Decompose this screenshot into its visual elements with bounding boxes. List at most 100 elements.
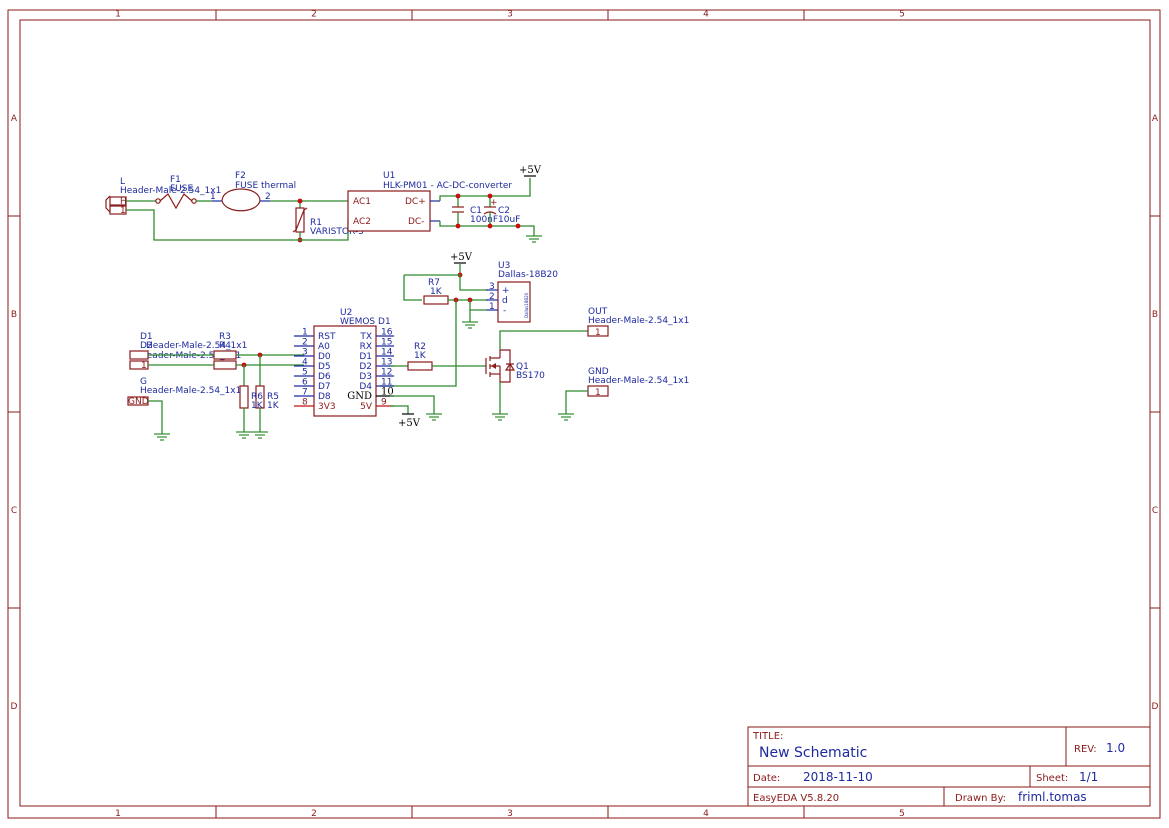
resistor-r4-body[interactable] xyxy=(213,360,237,370)
header-d1-ref: D1 xyxy=(140,332,153,342)
header-l-pin: 1 xyxy=(120,206,126,216)
sensor-u3-pin3: 3 xyxy=(489,282,495,292)
frame-row-label: D xyxy=(11,702,18,712)
sheet-label: Sheet: xyxy=(1036,773,1068,784)
converter-u1-pin-ac1: AC1 xyxy=(353,197,371,207)
vcc-label-u1: +5V xyxy=(519,165,542,176)
mcu-u2-right-pin-name: D2 xyxy=(359,362,372,372)
power-supply-section: L Header-Male-2.54_1x1 H 1 F1 FUSE F2 FU… xyxy=(105,165,542,243)
frame-column-label: 4 xyxy=(703,809,709,819)
drawn-by-label: Drawn By: xyxy=(955,793,1006,804)
sheet-value: 1/1 xyxy=(1079,770,1098,784)
mcu-u2-ref: U2 xyxy=(340,308,352,318)
converter-u1-pin-dcp: DC+ xyxy=(405,197,426,207)
title-block: TITLE: New Schematic REV: 1.0 Date: 2018… xyxy=(747,726,1151,807)
resistor-r2-ref: R2 xyxy=(414,342,426,352)
fuse-f2-symbol[interactable] xyxy=(221,200,261,212)
fuse-f1-terminal-b xyxy=(191,198,197,204)
mcu-u2-left-pin-num: 7 xyxy=(302,388,308,398)
header-l-top-overlap: H xyxy=(120,197,127,207)
resistor-r3-ref: R3 xyxy=(219,332,231,342)
resistor-r7-body[interactable] xyxy=(423,295,449,305)
mcu-u2-body[interactable] xyxy=(313,325,377,417)
resistor-r7-ref: R7 xyxy=(428,278,440,288)
ground-symbol-g xyxy=(154,433,170,441)
mcu-u2-left-pin-name: D6 xyxy=(318,372,331,382)
mcu-u2-right-pin-name: 5V xyxy=(360,402,373,412)
fuse-f2-name: FUSE thermal xyxy=(235,181,296,191)
converter-u1-body[interactable] xyxy=(347,190,431,232)
sensor-u3-sym-d: d xyxy=(502,296,508,306)
fuse-f2-pin2: 2 xyxy=(265,192,271,202)
mcu-u2-left-pin-name: D0 xyxy=(318,352,331,362)
mcu-u2-right-pin-num: 11 xyxy=(381,378,392,388)
cap-c1-name: 100nF xyxy=(470,215,498,225)
mcu-u2-right-pin-name: D1 xyxy=(359,352,372,362)
frame-column-label: 3 xyxy=(507,10,513,20)
resistor-r6-ref: R6 xyxy=(251,392,263,402)
frame-column-label: 1 xyxy=(115,809,121,819)
fuse-f1-terminal-a xyxy=(155,198,161,204)
mosfet-q1-symbol[interactable] xyxy=(485,349,516,383)
mcu-u2-right-pin-num: 10 xyxy=(381,387,394,398)
mcu-u2-left-pin-num: 8 xyxy=(302,398,308,408)
frame-column-label: 2 xyxy=(311,809,317,819)
converter-u1-pin-ac2: AC2 xyxy=(353,217,371,227)
mcu-u2-right-pin-num: 12 xyxy=(381,368,392,378)
varistor-r1-name: VARISTOR-5 xyxy=(310,227,364,237)
resistor-r7-name: 1K xyxy=(430,287,443,297)
drawn-by-value: friml.tomas xyxy=(1018,790,1087,804)
frame-column-label: 5 xyxy=(899,10,905,20)
header-g-ref: G xyxy=(140,377,147,387)
mcu-u2-right-pin-name: D4 xyxy=(359,382,372,392)
header-gnd-name: Header-Male-2.54_1x1 xyxy=(588,376,689,386)
header-d1-body[interactable] xyxy=(129,350,149,360)
title-value: New Schematic xyxy=(759,745,867,761)
converter-u1-pin-dcm: DC- xyxy=(408,217,424,227)
converter-u1-ref: U1 xyxy=(383,171,395,181)
sensor-u3-sym-minus: - xyxy=(503,306,506,316)
resistor-r6-name: 1K xyxy=(251,401,264,411)
frame-row-label: A xyxy=(1152,114,1159,124)
fuse-f1-ref: F1 xyxy=(170,175,181,185)
ground-symbol-r5 xyxy=(252,431,268,439)
fuse-f1-symbol[interactable] xyxy=(159,193,193,210)
resistor-r2-body[interactable] xyxy=(407,361,433,371)
sensor-u3-sym-plus: + xyxy=(502,286,510,296)
mcu-section: D1 D2 Header-Male-2.54_1x1 Header-Male-2… xyxy=(127,307,689,441)
ground-symbol-u1 xyxy=(526,235,542,243)
sensor-u3-ref: U3 xyxy=(498,261,510,271)
varistor-r1-ref: R1 xyxy=(310,218,322,228)
mcu-u2-left-pin-num: 4 xyxy=(302,358,308,368)
resistor-r3-body[interactable] xyxy=(213,350,237,360)
ground-symbol-q1 xyxy=(492,413,508,421)
frame-row-label: D xyxy=(1152,702,1159,712)
ground-symbol-gnd-header xyxy=(558,413,574,421)
header-g-pin: GND xyxy=(128,397,149,407)
resistor-r5-ref: R5 xyxy=(267,392,279,402)
frame-row-label: B xyxy=(1152,310,1158,320)
fuse-f2-ref: F2 xyxy=(235,171,246,181)
sensor-u3-tiny: Dallas18B20 xyxy=(524,292,529,318)
frame-column-label: 2 xyxy=(311,10,317,20)
sensor-u3-body[interactable] xyxy=(497,281,531,323)
cap-c1-ref: C1 xyxy=(470,206,482,216)
mosfet-q1-name: BS170 xyxy=(516,371,545,381)
mcu-u2-left-pin-name: D8 xyxy=(318,392,331,402)
fuse-f1-name: FUSE xyxy=(170,184,193,194)
mcu-u2-left-pin-name: D7 xyxy=(318,382,331,392)
mcu-u2-right-pin-num: 14 xyxy=(381,348,393,358)
ground-symbol-r6 xyxy=(236,431,252,439)
mcu-u2-left-pin-num: 6 xyxy=(302,378,308,388)
frame-column-label: 3 xyxy=(507,809,513,819)
header-out-pin: 1 xyxy=(595,328,601,338)
frame-row-label: B xyxy=(11,310,17,320)
frame-row-label: C xyxy=(11,506,17,516)
date-value: 2018-11-10 xyxy=(803,770,873,784)
mcu-u2-left-pin-num: 1 xyxy=(302,328,308,338)
mcu-u2-right-pin-name: TX xyxy=(359,332,372,342)
header-l-ref: L xyxy=(120,177,125,187)
header-out-body[interactable] xyxy=(587,325,609,337)
mcu-u2-left-pin-name: D5 xyxy=(318,362,331,372)
